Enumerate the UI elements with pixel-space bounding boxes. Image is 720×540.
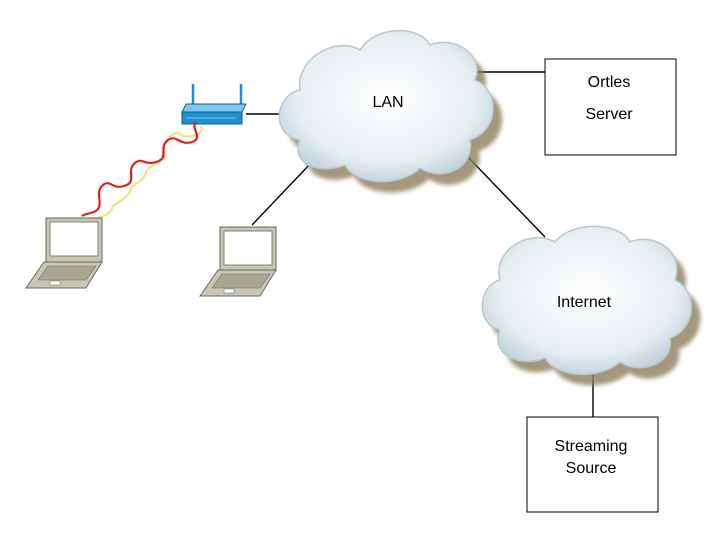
- internet-cloud: Internet: [481, 225, 697, 381]
- ortles-server-line1: Ortles: [588, 74, 631, 91]
- link-laptop-lan: [251, 161, 313, 226]
- laptop-wired-icon: [199, 226, 277, 297]
- wireless-router-icon: [181, 84, 247, 125]
- ortles-server-box: Ortles Server: [544, 58, 677, 156]
- link-lan-internet: [466, 155, 546, 238]
- ortles-server-line2: Server: [585, 106, 633, 123]
- streaming-source-line1: Streaming: [555, 438, 628, 455]
- lan-label: LAN: [372, 94, 403, 111]
- streaming-source-line2: Source: [566, 460, 617, 477]
- laptop-wireless-icon: [25, 217, 103, 289]
- internet-label: Internet: [557, 294, 612, 311]
- streaming-source-box: Streaming Source: [526, 416, 659, 513]
- lan-cloud: LAN: [278, 29, 499, 188]
- wireless-signal-icon: [81, 121, 203, 220]
